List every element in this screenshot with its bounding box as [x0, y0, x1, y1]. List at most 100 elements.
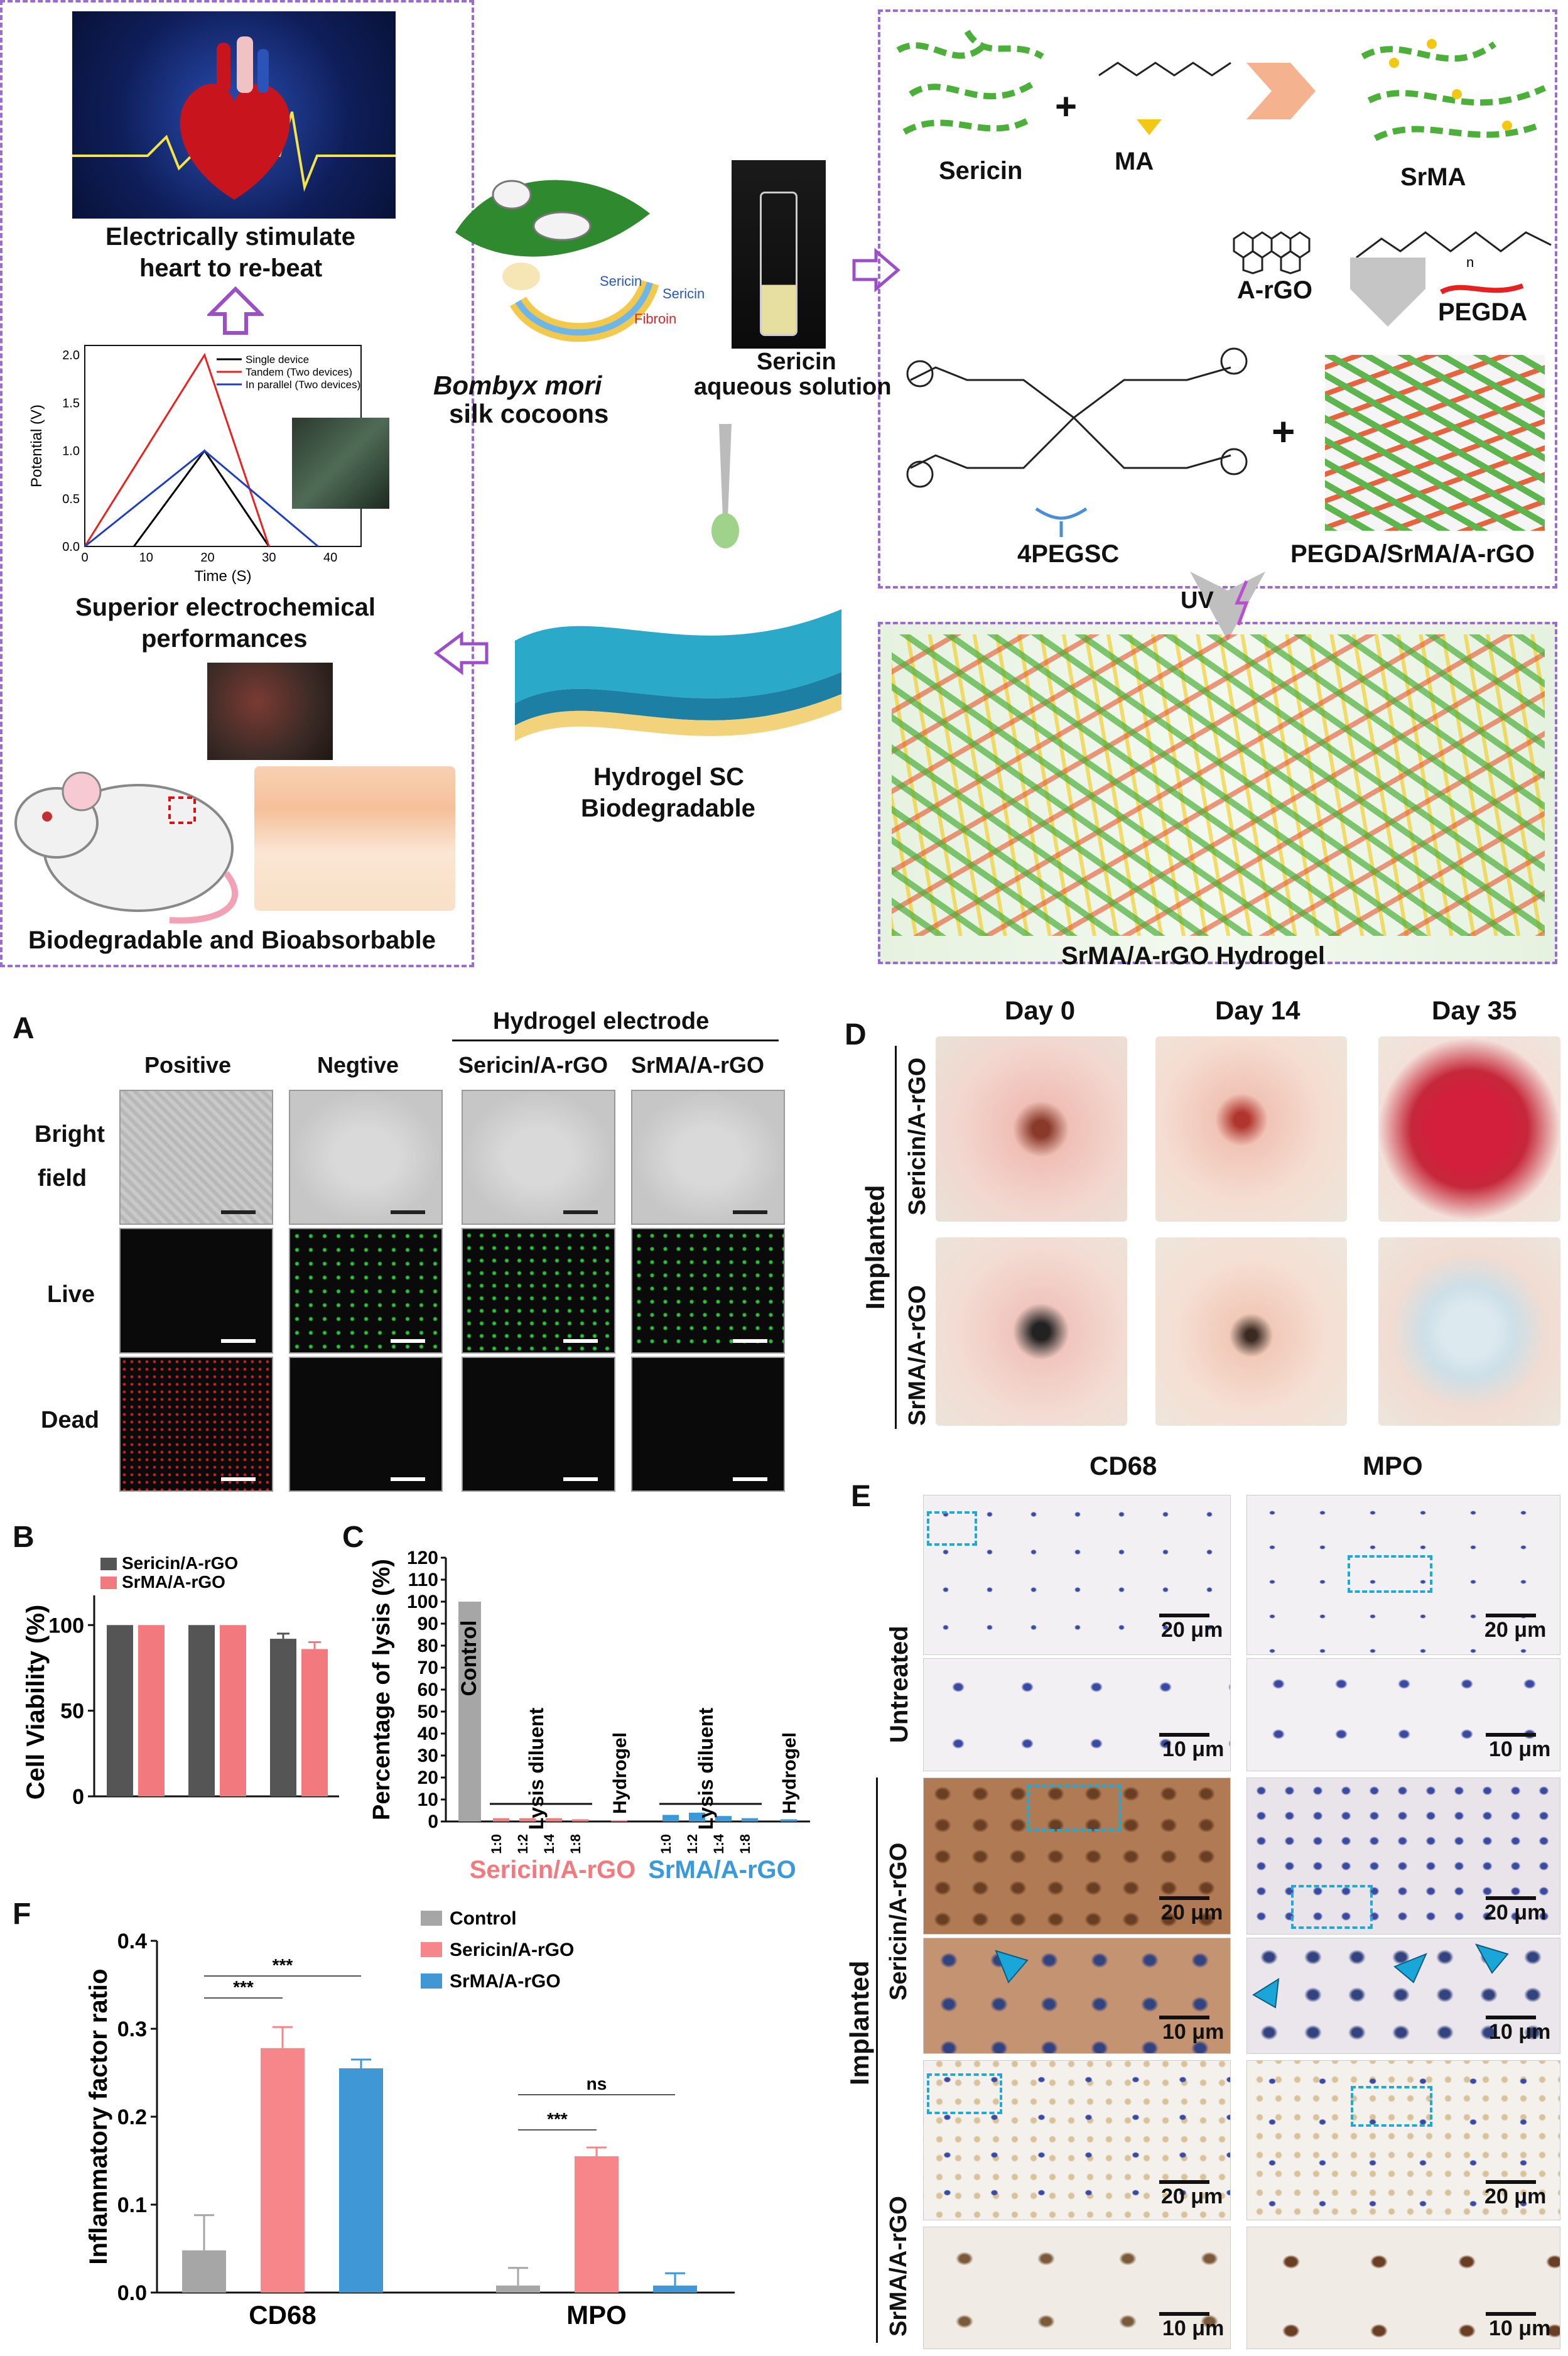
inset-y-tick-label: 1.0	[62, 445, 80, 459]
vial-photo	[732, 160, 826, 349]
device-photo	[292, 418, 389, 509]
f-significance-label: ***	[233, 1977, 254, 1997]
c-y-tick-label: 110	[408, 1570, 438, 1590]
e-mpo-sericin-small: 10 μm	[1246, 1938, 1560, 2054]
c-y-tick-label: 10	[418, 1789, 438, 1810]
plus-sign-1: +	[1055, 85, 1078, 128]
hydrogel-caption-2: Biodegradable	[581, 795, 755, 822]
syringe-illustration	[711, 424, 739, 548]
e-row-sericin: Sericin/A-rGO	[885, 1842, 912, 2000]
f-x-tick-label: CD68	[249, 2300, 316, 2330]
inset-y-axis-label: Potential (V)	[28, 404, 45, 487]
c-hydrogel-bar	[611, 1820, 627, 1821]
4pegsc-icon	[1035, 507, 1088, 537]
e-scale-label: 20 μm	[1484, 1901, 1547, 1924]
final-hydrogel-network	[892, 634, 1545, 936]
e-cd68-srma-small: 10 μm	[923, 2227, 1231, 2349]
d-photo-sericin-day0	[936, 1036, 1127, 1222]
e-scale-label: 10 μm	[1489, 2316, 1551, 2340]
c-x-tick-label: 1:0	[489, 1834, 504, 1854]
composite-illustration	[1325, 355, 1545, 531]
e-row-srma: SrMA/A-rGO	[885, 2196, 912, 2337]
d-photo-sericin-day14	[1155, 1036, 1347, 1222]
e-scale-label: 10 μm	[1489, 1737, 1551, 1761]
hydrogel-sheet-illustration	[515, 609, 841, 741]
d-col-day35: Day 35	[1432, 996, 1517, 1025]
c-hydrogel-label: Hydrogel	[779, 1732, 800, 1814]
e-scale-label: 10 μm	[1162, 2020, 1225, 2044]
cocoon-species: Bombyx mori	[433, 371, 602, 400]
heart-caption-2: heart to re-beat	[139, 254, 323, 282]
micro-dead-positive	[119, 1357, 273, 1492]
process-arrow-2-icon	[1350, 258, 1425, 327]
inset-x-tick-label: 10	[139, 551, 153, 565]
hydrogel-header-line	[452, 1040, 779, 1041]
row-label-dead: Dead	[41, 1407, 99, 1433]
e-mpo-sericin-large: 20 μm	[1246, 1778, 1560, 1935]
b-y-tick-label: 0	[72, 1785, 84, 1809]
e-zoom-box	[1291, 1885, 1373, 1929]
f-legend-swatch	[421, 1911, 442, 1926]
b-y-axis-label: Cell Viability (%)	[22, 1605, 50, 1800]
label-srma: SrMA	[1400, 163, 1466, 191]
c-x-tick-label: 1:8	[737, 1834, 753, 1854]
c-x-tick-label: 1:8	[568, 1834, 583, 1854]
c-bar	[742, 1818, 758, 1821]
micro-bright-sericin	[462, 1090, 615, 1225]
b-bar	[188, 1625, 215, 1796]
left-arrow-icon	[433, 631, 489, 675]
e-mpo-untreated-large: 20 μm	[1246, 1495, 1560, 1655]
e-scale-label: 10 μm	[1162, 1737, 1225, 1761]
c-y-tick-label: 100	[407, 1592, 438, 1612]
c-group-label: SrMA/A-rGO	[648, 1856, 796, 1884]
f-bar	[261, 2048, 305, 2293]
f-y-tick-label: 0.1	[117, 2193, 147, 2217]
c-y-tick-label: 90	[418, 1614, 438, 1634]
label-sericin: Sericin	[939, 157, 1023, 185]
e-arrowhead-icon	[1474, 1943, 1509, 1974]
c-y-tick-label: 80	[418, 1636, 438, 1656]
e-arrowhead-icon	[995, 1950, 1029, 1984]
ma-molecule-illustration	[1098, 62, 1231, 135]
silkworm-leaf-illustration	[455, 180, 659, 342]
micro-live-positive	[119, 1228, 273, 1354]
e-mpo-srma-large: 20 μm	[1246, 2060, 1560, 2220]
mouse-caption: Biodegradable and Bioabsorbable	[28, 926, 436, 954]
inset-legend-label: Single device	[246, 354, 309, 366]
label-final-hydrogel: SrMA/A-rGO Hydrogel	[1061, 942, 1326, 970]
row-label-field: field	[38, 1165, 87, 1192]
inset-x-tick-label: 0	[81, 551, 88, 565]
c-bar	[572, 1819, 588, 1821]
f-legend-swatch	[421, 1942, 442, 1957]
e-cd68-untreated-small: 10 μm	[923, 1658, 1231, 1771]
vial	[760, 192, 798, 336]
f-bar	[339, 2068, 383, 2293]
c-bar	[715, 1816, 732, 1821]
f-bar	[496, 2285, 540, 2293]
c-hydrogel-label: Hydrogel	[610, 1732, 630, 1814]
right-arrow-icon	[852, 248, 900, 292]
micro-dead-srma	[631, 1357, 785, 1492]
micro-dead-negative	[289, 1357, 443, 1492]
e-scale-label: 20 μm	[1161, 1901, 1223, 1924]
col-header-srma: SrMA/A-rGO	[631, 1052, 765, 1078]
inset-series-line	[133, 449, 270, 547]
micro-bright-srma	[631, 1090, 785, 1225]
cocoon-caption: silk cocoons	[449, 399, 609, 428]
b-bar	[270, 1639, 296, 1796]
e-scale-label: 10 μm	[1162, 2316, 1225, 2340]
f-legend-swatch	[421, 1973, 442, 1989]
e-zoom-box	[1351, 2086, 1432, 2127]
e-cd68-sericin-small: 10 μm	[923, 1938, 1231, 2054]
e-zoom-box	[1348, 1555, 1432, 1593]
inset-y-tick-label: 2.0	[62, 349, 80, 362]
label-uv: UV	[1181, 587, 1214, 614]
f-legend-label: SrMA/A-rGO	[450, 1971, 561, 1992]
col-header-sericin: Sericin/A-rGO	[458, 1052, 608, 1078]
c-y-tick-label: 40	[418, 1724, 438, 1744]
b-y-tick-label: 50	[60, 1700, 84, 1724]
d-row-sericin: Sericin/A-rGO	[904, 1057, 931, 1215]
c-y-axis-label: Percentage of lysis (%)	[370, 1559, 395, 1820]
